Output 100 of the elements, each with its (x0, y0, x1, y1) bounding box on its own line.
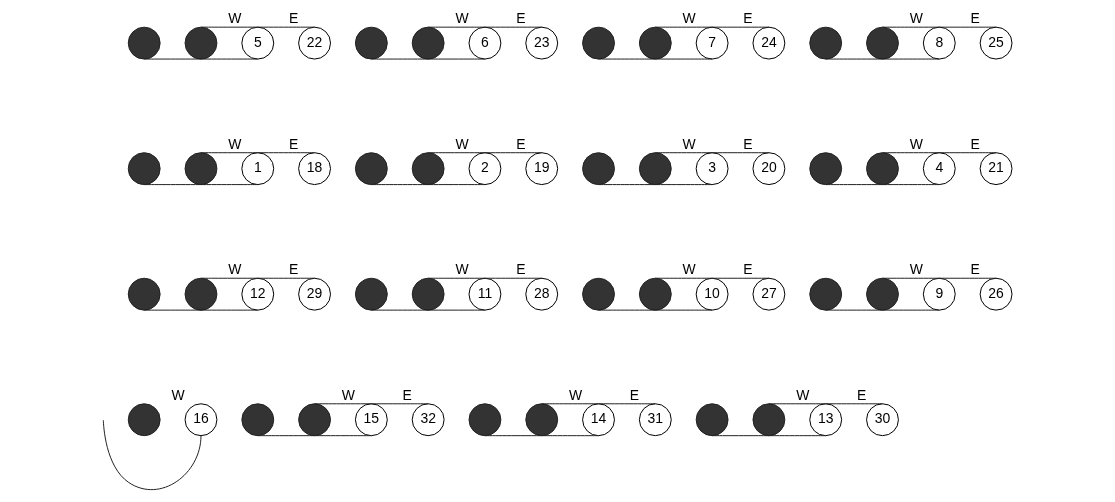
node-label: W (909, 135, 923, 152)
connector (370, 309, 486, 311)
node-label: E (289, 135, 299, 152)
connector (427, 26, 543, 28)
node-circle: 5 (241, 26, 275, 60)
node-circle (525, 403, 559, 437)
node-circle (241, 403, 275, 437)
node-circle (695, 403, 729, 437)
node-label: E (516, 261, 526, 278)
node-circle (638, 277, 672, 311)
node-circle: 6 (468, 26, 502, 60)
node-circle: 25 (979, 26, 1013, 60)
node-circle (866, 152, 899, 186)
node-circle: 12 (241, 277, 275, 311)
node-label: E (743, 261, 753, 278)
connector (882, 26, 997, 28)
node-circle: 13 (809, 403, 843, 437)
node-circle: 22 (298, 26, 331, 60)
connector (598, 58, 713, 60)
node-circle: 7 (695, 26, 729, 60)
node-label: E (970, 135, 980, 152)
node-label: W (171, 387, 185, 403)
node-label: E (743, 135, 753, 152)
connector (541, 403, 656, 405)
node-circle (638, 26, 672, 60)
node-circle: 29 (298, 277, 331, 311)
node-label: E (856, 387, 867, 403)
node-circle: 4 (922, 152, 956, 186)
connector (484, 435, 600, 437)
node-circle (411, 277, 445, 311)
node-circle: 1 (241, 152, 275, 186)
node-circle (809, 152, 843, 186)
node-label: E (289, 10, 299, 27)
node-circle: 31 (638, 403, 672, 437)
connector (598, 309, 713, 311)
node-circle: 11 (468, 277, 502, 311)
node-circle: 3 (695, 152, 729, 186)
connector (257, 435, 372, 437)
connector (882, 152, 997, 154)
connector (370, 184, 486, 186)
connector (654, 152, 770, 154)
node-label: W (682, 10, 696, 27)
node-circle: 19 (525, 152, 559, 186)
node-label: W (909, 261, 923, 278)
node-circle: 30 (866, 403, 899, 437)
node-circle: 14 (582, 403, 615, 437)
node-circle: 26 (979, 277, 1013, 311)
node-circle (582, 277, 615, 311)
node-circle: 8 (922, 26, 956, 60)
node-label: W (909, 10, 923, 27)
node-label: W (455, 261, 469, 278)
node-circle: 10 (695, 277, 729, 311)
node-circle: 24 (752, 26, 786, 60)
node-circle: 32 (411, 403, 445, 437)
node-label: E (970, 261, 980, 278)
node-circle (809, 26, 843, 60)
node-label: W (228, 261, 242, 278)
node-circle (184, 152, 218, 186)
connector (427, 277, 543, 279)
node-circle: 18 (298, 152, 331, 186)
connector (143, 309, 259, 311)
node-label: W (341, 387, 356, 403)
node-circle: 20 (752, 152, 786, 186)
connector (102, 419, 202, 491)
connector (711, 435, 827, 437)
connector (200, 26, 316, 28)
node-circle: 9 (922, 277, 956, 311)
connector (314, 403, 429, 405)
node-circle (184, 26, 218, 60)
node-circle (127, 403, 161, 437)
connector (370, 58, 486, 60)
connector (654, 26, 770, 28)
node-label: E (516, 135, 526, 152)
node-label: E (289, 261, 299, 278)
node-circle (638, 152, 672, 186)
node-circle (411, 152, 445, 186)
connector (598, 184, 713, 186)
connector (427, 152, 543, 154)
node-label: E (402, 387, 412, 403)
connector (882, 277, 997, 279)
node-circle (866, 26, 899, 60)
node-label: W (569, 387, 583, 403)
node-circle (354, 277, 388, 311)
node-circle: 21 (979, 152, 1013, 186)
node-circle (752, 403, 786, 437)
node-circle: 15 (354, 403, 388, 437)
node-circle (184, 277, 218, 311)
node-circle: 27 (752, 277, 786, 311)
node-circle (354, 152, 388, 186)
node-circle (582, 26, 615, 60)
connector (825, 184, 940, 186)
node-label: E (743, 10, 753, 27)
node-circle: 2 (468, 152, 502, 186)
connector (768, 403, 883, 405)
node-label: W (228, 135, 242, 152)
node-label: W (682, 261, 696, 278)
node-circle (468, 403, 502, 437)
node-label: W (455, 10, 469, 27)
node-label: W (682, 135, 696, 152)
connector (654, 277, 770, 279)
